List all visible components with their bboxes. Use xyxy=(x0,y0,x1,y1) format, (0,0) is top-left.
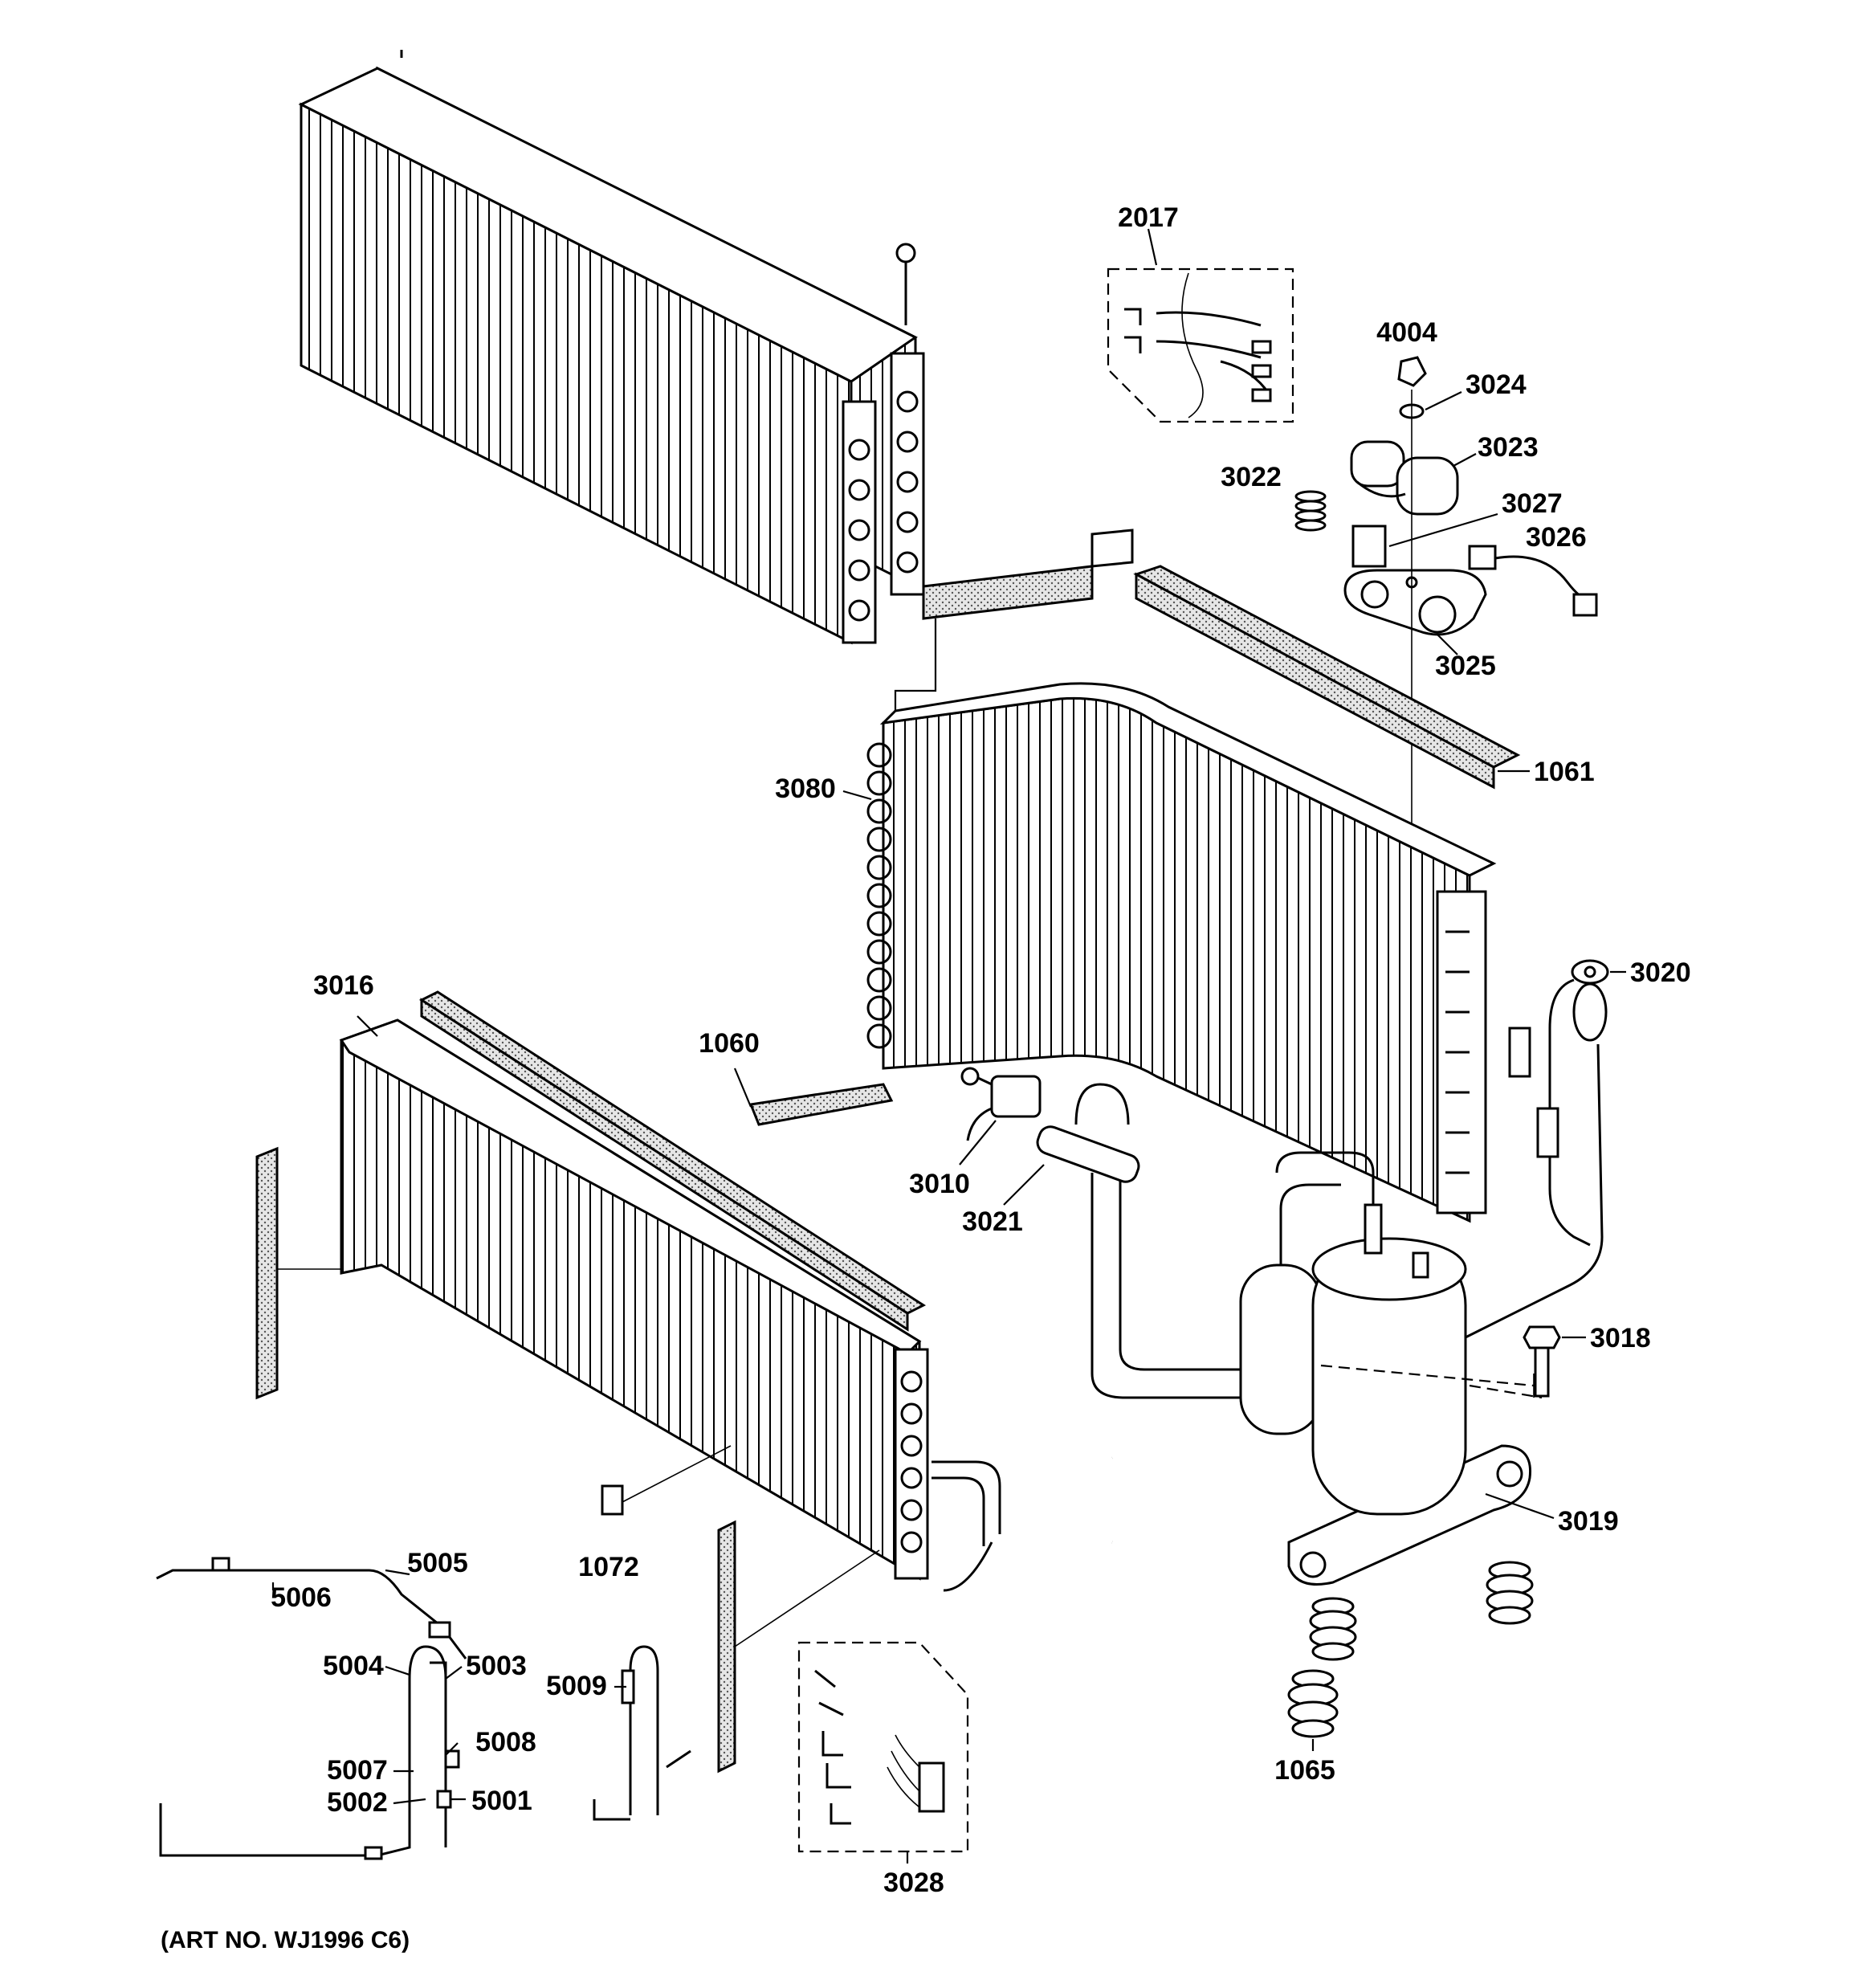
grommet-icon xyxy=(1309,1597,1357,1661)
callout-3016: 3016 xyxy=(313,970,374,1001)
callout-3028: 3028 xyxy=(883,1868,944,1898)
evaporator-return-bends xyxy=(866,742,892,1049)
callout-5002: 5002 xyxy=(327,1787,388,1818)
condenser-return-bends xyxy=(900,1370,923,1553)
callout-5001: 5001 xyxy=(471,1786,532,1816)
grommets-1065: 1065 xyxy=(1274,1561,1534,1786)
callout-3021: 3021 xyxy=(962,1206,1023,1237)
condenser-coil-3016: 3016 1072 xyxy=(255,970,929,1774)
bolt-3018: 3018 xyxy=(1523,1323,1651,1398)
callout-5003: 5003 xyxy=(466,1651,527,1681)
callout-3026: 3026 xyxy=(1526,522,1587,553)
reversing-valve-3021: 3021 xyxy=(962,1083,1245,1549)
callout-5008: 5008 xyxy=(475,1727,536,1757)
callout-3023: 3023 xyxy=(1478,432,1539,463)
harness-kit-3028: 3028 xyxy=(797,1641,969,1898)
callout-3025: 3025 xyxy=(1435,651,1496,681)
callout-1060: 1060 xyxy=(699,1028,760,1059)
callout-5005: 5005 xyxy=(407,1548,468,1578)
grommet-icon xyxy=(1486,1561,1534,1625)
grommet-icon xyxy=(1287,1669,1339,1738)
callout-1065: 1065 xyxy=(1274,1755,1335,1786)
callout-3020: 3020 xyxy=(1630,957,1691,988)
callout-5004: 5004 xyxy=(323,1651,384,1681)
screw-icon xyxy=(895,243,916,325)
callout-3010: 3010 xyxy=(909,1169,970,1199)
capillary-3020: 3020 xyxy=(1457,957,1691,1343)
callout-5006: 5006 xyxy=(271,1582,332,1613)
callout-3080: 3080 xyxy=(775,774,836,804)
bracket-3025 xyxy=(1343,569,1487,636)
callout-5007: 5007 xyxy=(327,1755,388,1786)
valve-coil-3010: 3010 xyxy=(909,1067,1042,1199)
evaporator-coil-3080: 3080 xyxy=(775,682,1497,1223)
compressor-3019: 3019 xyxy=(932,1151,1619,1627)
callout-3022: 3022 xyxy=(1221,462,1282,492)
callout-3019: 3019 xyxy=(1558,1506,1619,1537)
callout-3024: 3024 xyxy=(1466,369,1527,400)
spring-icon xyxy=(1294,490,1327,532)
callout-3018: 3018 xyxy=(1590,1323,1651,1353)
callout-4004: 4004 xyxy=(1376,317,1437,348)
callout-2017: 2017 xyxy=(1118,202,1179,233)
callout-1072: 1072 xyxy=(578,1552,639,1582)
sensor-wires: 5006 5005 5004 5003 5008 5007 5002 5001 … xyxy=(156,1548,691,1860)
upper-coil-assembly xyxy=(298,50,925,645)
callout-5009: 5009 xyxy=(546,1671,607,1701)
callout-3027: 3027 xyxy=(1502,488,1563,519)
callout-1061: 1061 xyxy=(1534,757,1595,787)
foam-strips: 1061 xyxy=(894,529,1595,790)
wire-harness-2017: 2017 xyxy=(1107,202,1294,423)
cable-3026 xyxy=(1468,545,1598,617)
upper-coil-return-bends xyxy=(842,352,925,644)
art-number-caption: (ART NO. WJ1996 C6) xyxy=(161,1927,410,1953)
foam-1060: 1060 xyxy=(699,1028,894,1126)
capacitor-assembly: 4004 3024 3023 3022 3027 3026 xyxy=(1221,317,1598,900)
